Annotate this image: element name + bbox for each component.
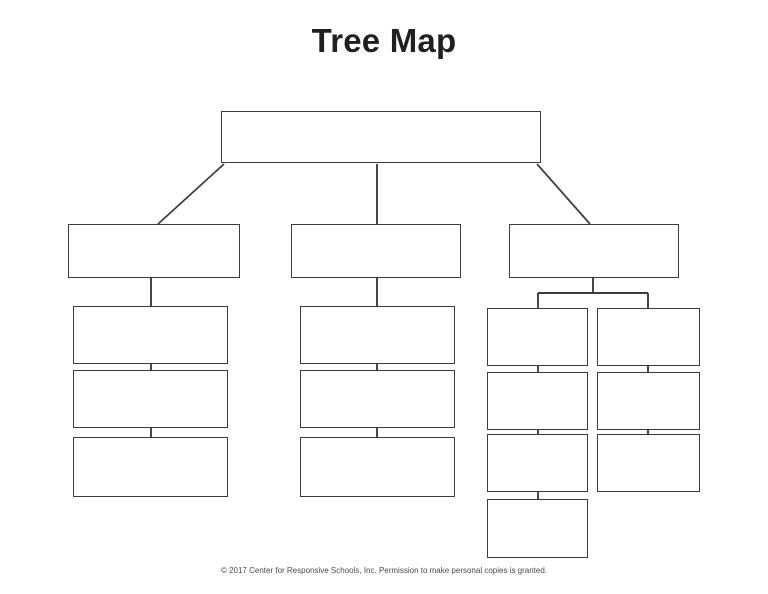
node-box-leaf-3b-2[interactable] xyxy=(597,372,700,430)
node-box-root[interactable] xyxy=(221,111,541,163)
node-box-leaf-1-2[interactable] xyxy=(73,370,228,428)
copyright-footer: © 2017 Center for Responsive Schools, In… xyxy=(220,566,548,575)
node-box-leaf-1-1[interactable] xyxy=(73,306,228,364)
node-box-branch-2[interactable] xyxy=(291,224,461,278)
node-box-leaf-3a-2[interactable] xyxy=(487,372,588,430)
node-box-leaf-2-1[interactable] xyxy=(300,306,455,364)
node-box-leaf-3b-3[interactable] xyxy=(597,434,700,492)
node-box-leaf-3a-3[interactable] xyxy=(487,434,588,492)
node-box-branch-3[interactable] xyxy=(509,224,679,278)
node-box-leaf-2-3[interactable] xyxy=(300,437,455,497)
node-box-branch-1[interactable] xyxy=(68,224,240,278)
node-box-leaf-2-2[interactable] xyxy=(300,370,455,428)
node-box-leaf-3b-1[interactable] xyxy=(597,308,700,366)
connector-root-to-branch-1 xyxy=(157,163,225,225)
node-box-leaf-3a-1[interactable] xyxy=(487,308,588,366)
connector-root-to-branch-3 xyxy=(536,163,591,225)
node-box-leaf-3a-4[interactable] xyxy=(487,499,588,558)
page-title: Tree Map xyxy=(311,22,457,59)
node-box-leaf-1-3[interactable] xyxy=(73,437,228,497)
